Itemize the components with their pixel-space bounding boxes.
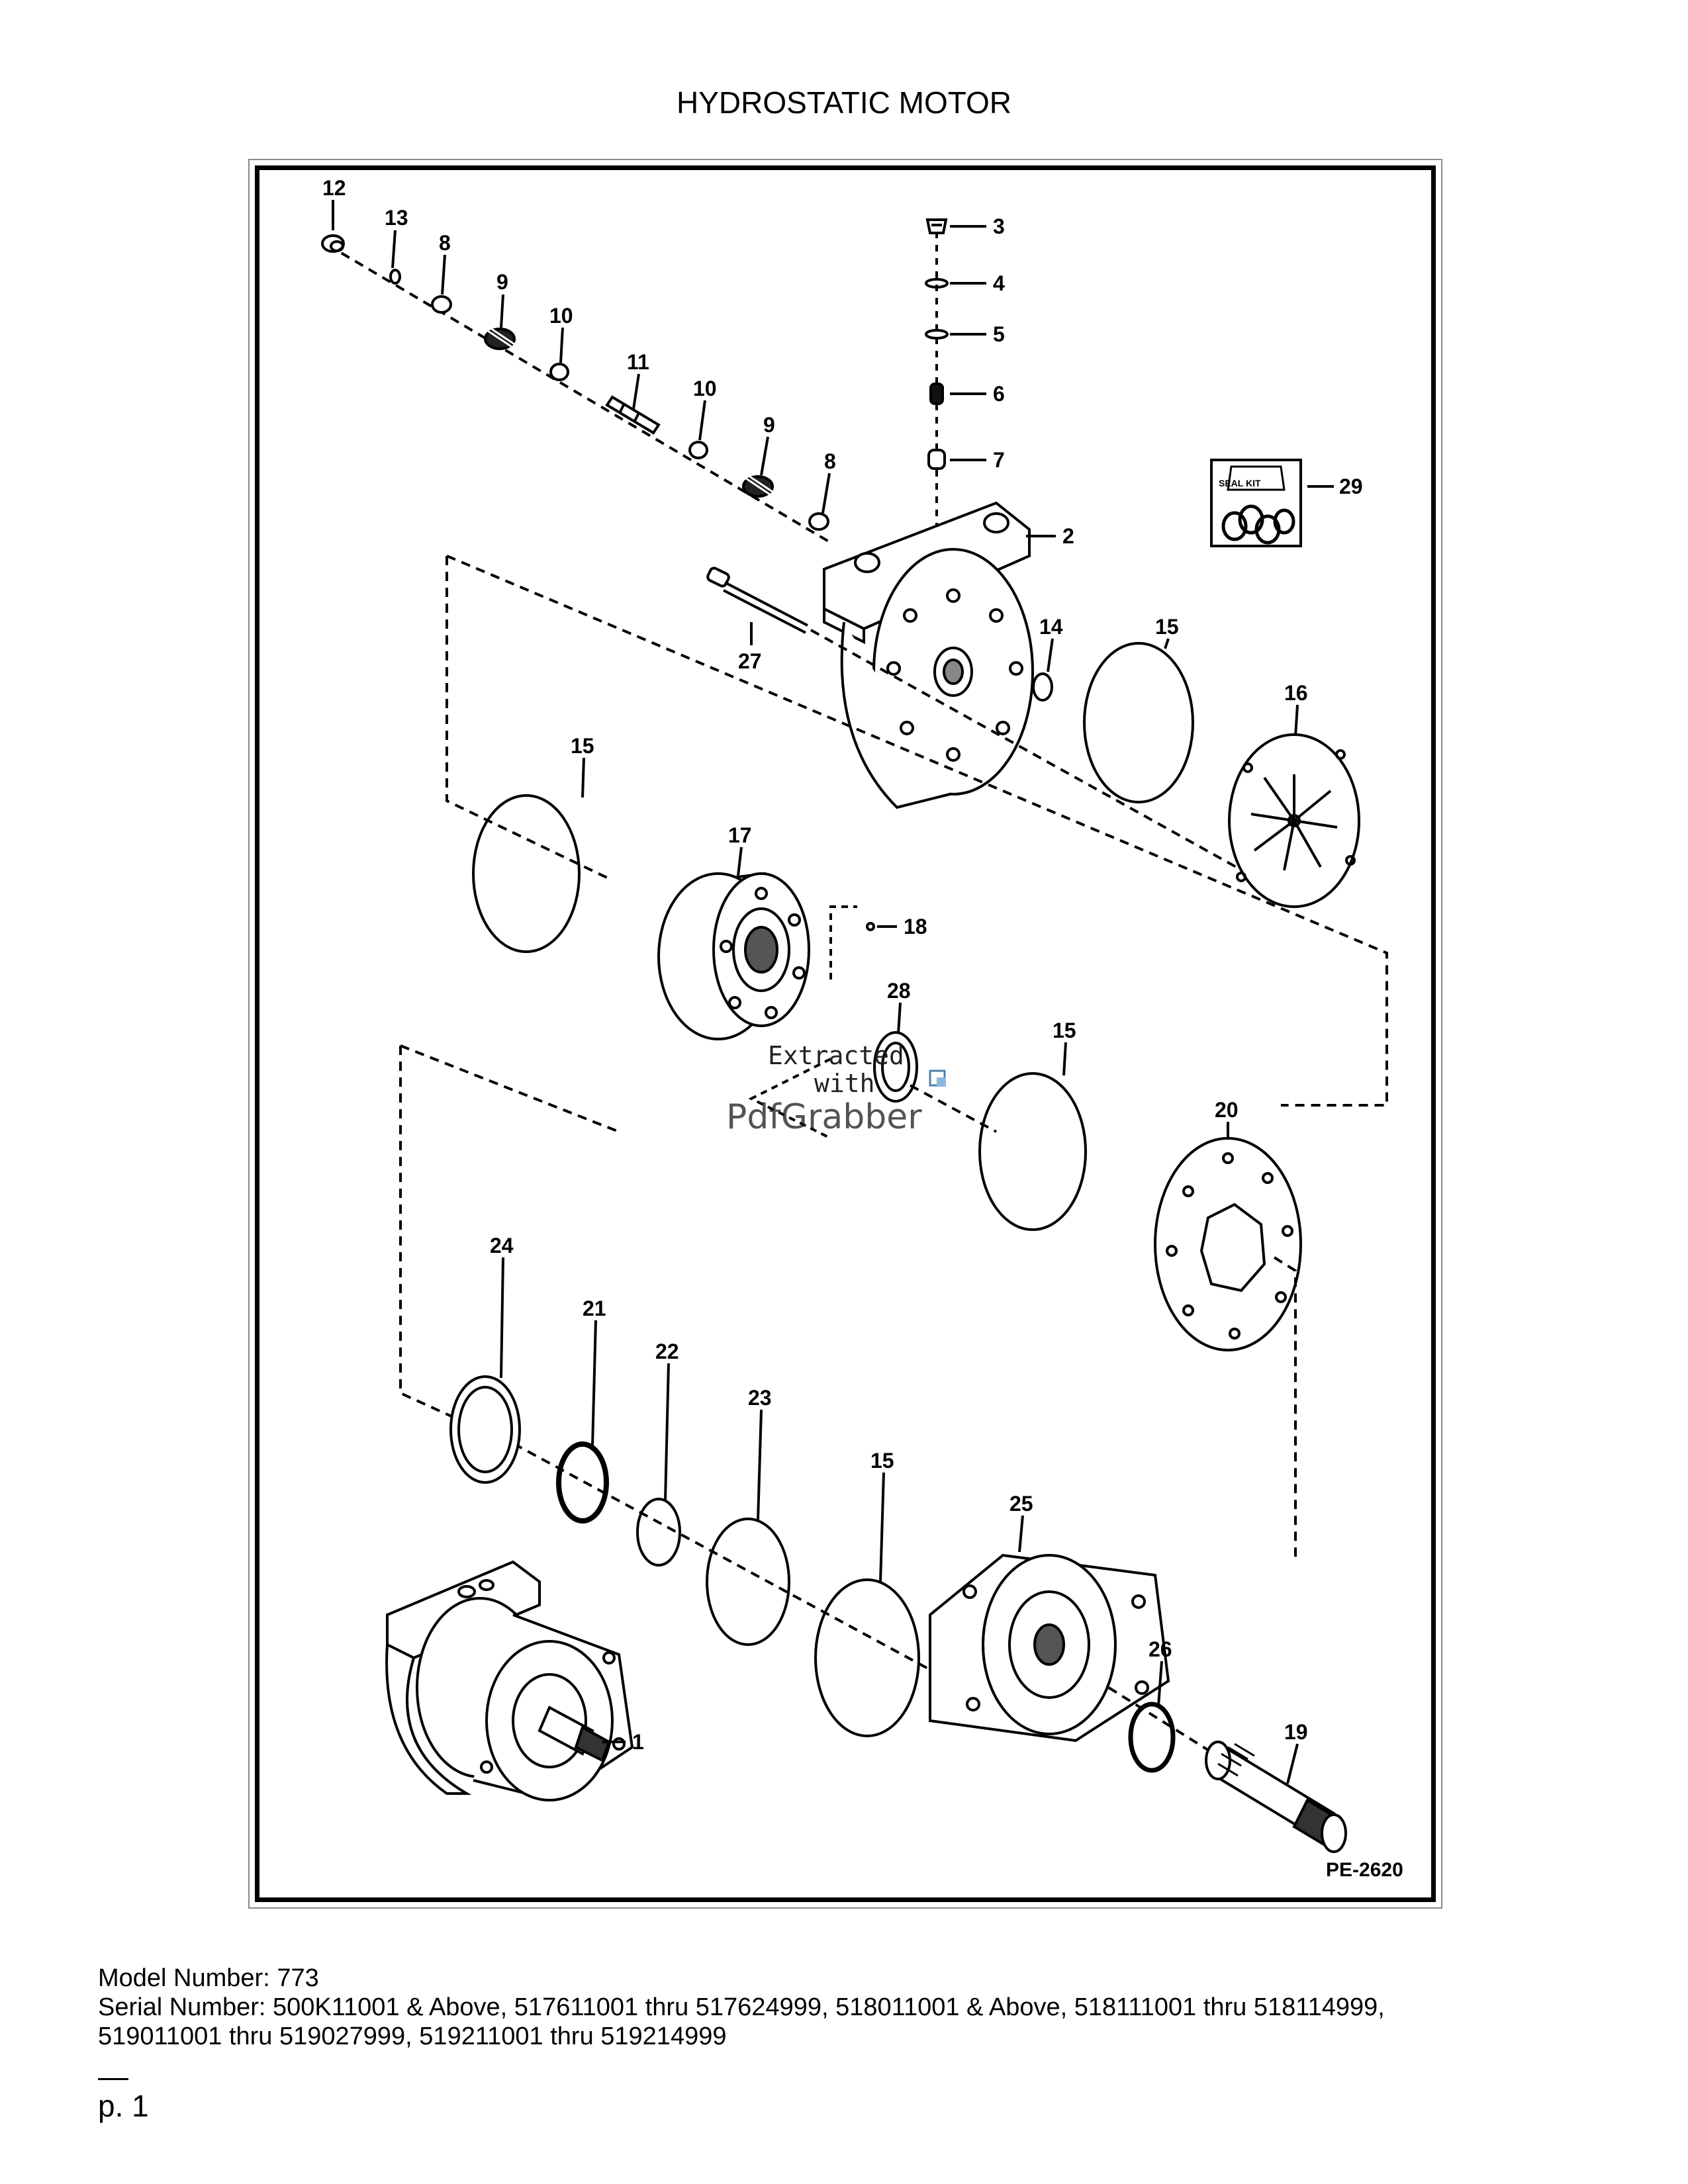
part-8-cup-b [808,512,829,531]
part-10-ball-b [688,441,708,459]
part-13-oring [389,269,401,285]
callout-10b: 10 [693,377,717,400]
callout-27: 27 [738,649,762,673]
part-9-spring-a [484,327,516,350]
part-26-seal [1128,1702,1176,1773]
part-3-plug [925,218,948,234]
callout-26: 26 [1149,1637,1172,1661]
part-23-oring [706,1518,790,1646]
diagram-frame [248,159,1442,1909]
part-10-ball-a [549,363,569,381]
part-5-oring [925,329,949,340]
callout-14: 14 [1039,615,1063,639]
callout-15b: 15 [571,734,594,758]
part-11-spool [605,395,661,435]
callout-2: 2 [1062,524,1074,548]
part-14-oring [1032,672,1053,702]
model-number: Model Number: 773 [98,1964,319,1992]
part-17-gerotor [657,872,810,1040]
pdfgrabber-watermark: Extracted with PdfGrabber [726,1041,946,1137]
seal-kit-label: SEAL KIT [1219,478,1261,488]
part-4-oring [925,278,949,289]
part-29-seal-kit [1210,459,1302,547]
part-1-motor-assembly [385,1560,634,1802]
exploded-parts-diagram: 12 13 8 9 10 11 10 9 8 3 4 5 6 7 2 29 27… [321,176,1403,1881]
part-19-shaft [1205,1741,1347,1853]
callout-9b: 9 [763,413,775,437]
callout-17: 17 [728,823,752,847]
page-title: HYDROSTATIC MOTOR [677,85,1011,120]
callout-23: 23 [748,1386,772,1410]
callout-21: 21 [583,1297,606,1320]
callout-1: 1 [632,1730,644,1754]
callout-12: 12 [322,176,346,200]
callout-15a: 15 [1155,615,1179,639]
callout-6: 6 [993,382,1005,406]
part-16-valve-plate [1228,733,1360,908]
callout-15d: 15 [870,1449,894,1473]
part-28-ring [873,1031,918,1103]
callout-19: 19 [1284,1720,1308,1744]
callout-28: 28 [887,979,911,1003]
callout-9a: 9 [496,270,508,294]
part-25-flange [929,1553,1170,1743]
part-15-seal-c [978,1072,1087,1231]
part-12-plug [321,234,345,253]
callout-5: 5 [993,322,1005,346]
callout-8a: 8 [439,231,451,255]
callout-16: 16 [1284,681,1308,705]
part-27-bolt [706,567,808,634]
callout-25: 25 [1009,1492,1033,1516]
part-15-seal-b [472,794,581,953]
callout-10a: 10 [549,304,573,328]
callout-20: 20 [1215,1098,1239,1122]
figure-code: PE-2620 [1326,1859,1403,1881]
part-18-ball [866,922,875,931]
part-15-seal-a [1083,642,1194,803]
callout-11: 11 [627,350,649,374]
part-8-cup-a [431,295,452,314]
part-24-washer [449,1375,521,1484]
part-6-spring [929,383,944,405]
part-9-spring-b [742,475,774,498]
serial-number-line1: Serial Number: 500K11001 & Above, 517611… [98,1993,1385,2021]
part-15-seal-d [814,1578,920,1737]
part-20-wear-plate [1154,1137,1302,1351]
serial-number-line2: 519011001 thru 519027999, 519211001 thru… [98,2023,727,2050]
part-22-oring [636,1498,681,1567]
callout-22: 22 [655,1340,679,1363]
callout-13: 13 [385,206,408,230]
svg-text:with: with [814,1069,875,1098]
callout-24: 24 [490,1234,514,1257]
callout-8b: 8 [824,449,836,473]
callout-18: 18 [904,915,927,938]
page-number: p. 1 [98,2089,149,2123]
footer-rule [98,2078,128,2080]
svg-text:Extracted: Extracted [768,1041,904,1070]
callout-4: 4 [993,271,1005,295]
part-7-poppet [927,449,946,470]
callout-3: 3 [993,214,1005,238]
callout-7: 7 [993,448,1005,472]
part-21-ring [556,1441,609,1524]
callout-15c: 15 [1053,1019,1076,1042]
svg-text:PdfGrabber: PdfGrabber [726,1097,922,1137]
callout-29: 29 [1339,475,1363,498]
